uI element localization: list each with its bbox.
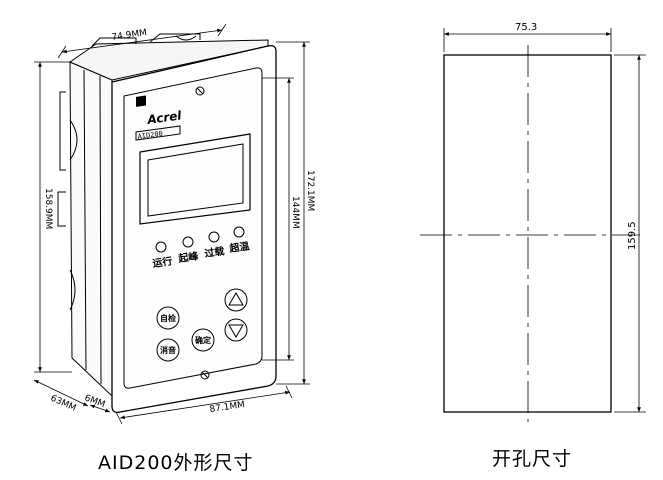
confirm-button[interactable] <box>191 328 215 352</box>
led-overtemp <box>233 226 245 238</box>
up-arrow-icon <box>228 292 244 306</box>
dim-cutout-height: 159.5 <box>627 221 638 250</box>
down-arrow-icon <box>228 324 244 338</box>
up-button[interactable] <box>224 288 248 312</box>
self-check-button[interactable] <box>156 306 180 330</box>
dim-line-bottom-gap <box>89 404 111 413</box>
box-edge2 <box>99 75 102 385</box>
side-clip-left <box>59 91 66 171</box>
rear-housing <box>69 61 113 398</box>
cutout-caption: 开孔尺寸 <box>492 448 573 470</box>
dim-line-bottom-width <box>119 390 291 420</box>
brand-name: Acrel <box>145 108 183 127</box>
led-overload <box>208 231 220 243</box>
top-clip-arc <box>175 35 197 41</box>
dim-left-height: 158.9MM <box>43 188 53 229</box>
clear-label: 消音 <box>160 345 176 355</box>
model-plate <box>135 125 181 141</box>
device-caption: AID200外形尺寸 <box>98 452 254 474</box>
dim-right-panel-height: 144MM <box>290 196 300 229</box>
dim-line-bottom-depth <box>33 379 89 407</box>
side-clip-left4 <box>69 119 78 161</box>
clear-button[interactable] <box>156 338 180 362</box>
dim-bottom-gap: 6MM <box>83 393 106 410</box>
dim-cutout-width: 75.3 <box>515 22 537 33</box>
screw-bottom <box>200 370 210 380</box>
self-check-label: 自检 <box>160 313 176 323</box>
down-button[interactable] <box>224 318 248 342</box>
dim-bottom-depth: 63MM <box>49 394 78 414</box>
led-label-overload: 过载 <box>204 244 226 260</box>
side-clip-left2 <box>57 191 66 227</box>
confirm-label: 确定 <box>195 335 211 345</box>
side-clip-left3 <box>69 269 76 311</box>
screw-top <box>195 86 205 96</box>
led-run <box>155 241 167 253</box>
dim-line-top <box>61 28 223 54</box>
dim-right-total-height: 172.1MM <box>305 170 315 211</box>
lcd-bezel <box>139 133 251 225</box>
led-peak <box>182 236 194 248</box>
box-edge <box>83 69 87 371</box>
model-label: AID200 <box>137 130 163 141</box>
led-label-run: 运行 <box>152 254 174 270</box>
front-panel <box>123 67 263 389</box>
lcd-screen <box>147 143 244 217</box>
led-label-overtemp: 超温 <box>228 239 251 255</box>
device-outline <box>57 33 277 414</box>
led-label-peak: 起峰 <box>177 249 201 265</box>
dim-top-width: 74.9MM <box>111 28 148 43</box>
brand-logo: Acrel AID200 <box>136 95 183 141</box>
cutout-rect <box>443 54 612 413</box>
dim-bottom-width: 87.1MM <box>209 400 246 415</box>
